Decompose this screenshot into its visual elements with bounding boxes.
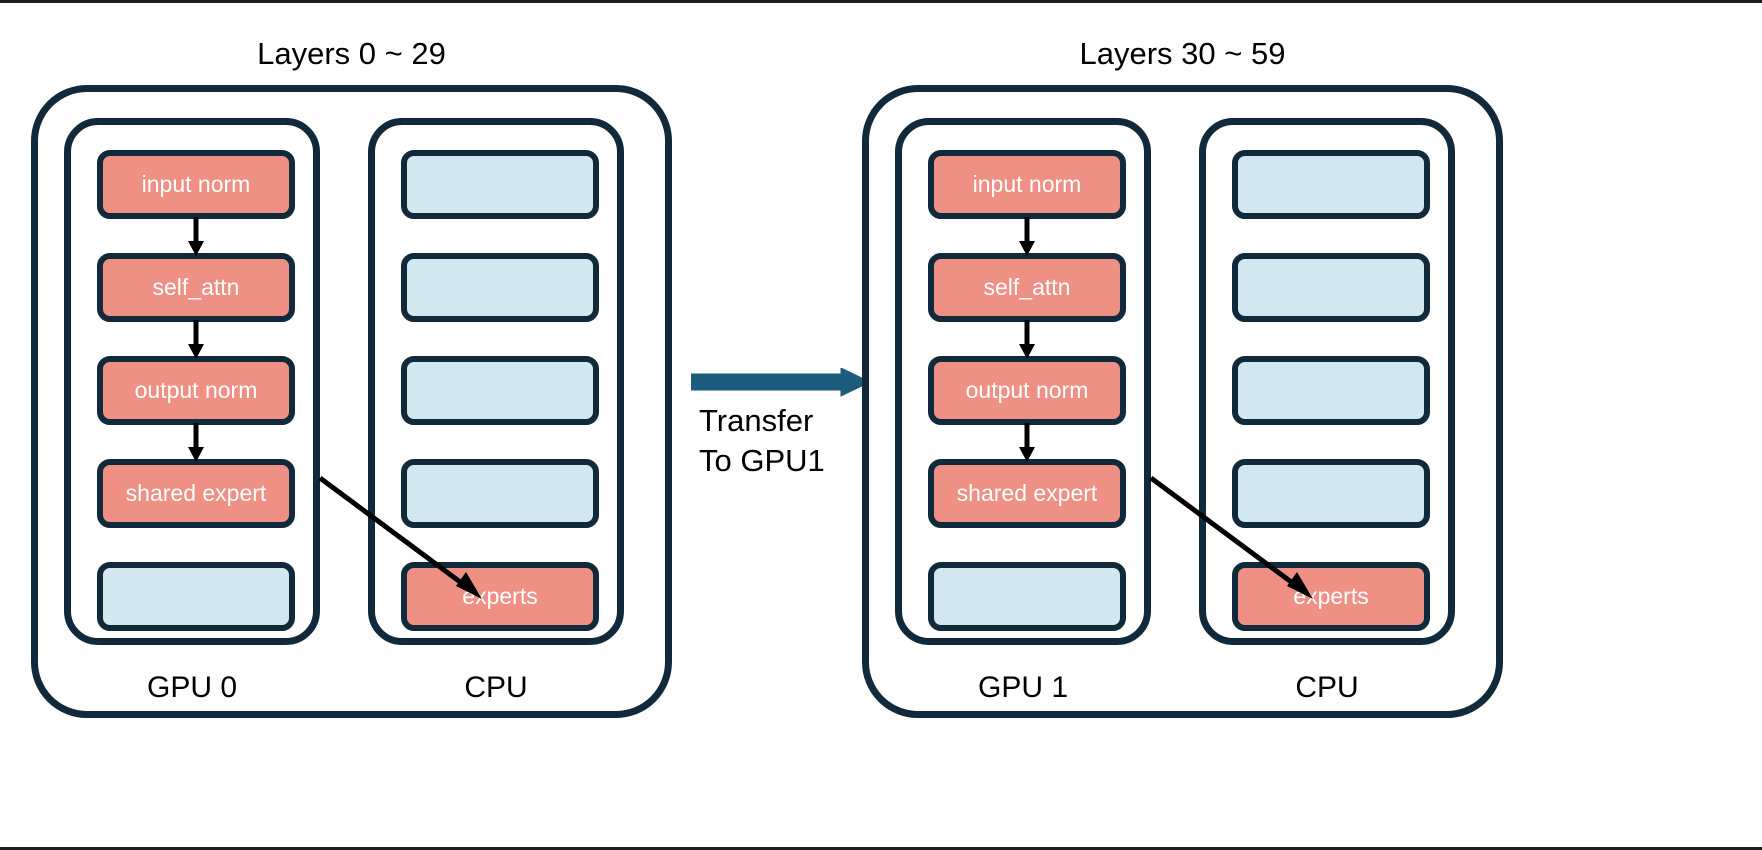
block-expert-slot-1-cpu-right[interactable] xyxy=(1232,150,1430,219)
block-expert-slot-4-cpu-right[interactable] xyxy=(1232,459,1430,528)
block-expert-slot-3-cpu-right[interactable] xyxy=(1232,356,1430,425)
arrow-self-attn-to-output-norm xyxy=(188,320,204,359)
block-experts-cpu-right[interactable]: experts xyxy=(1232,562,1430,631)
column-cpu-right: experts CPU xyxy=(1199,118,1455,704)
column-label-cpu-right: CPU xyxy=(1295,671,1359,704)
arrow-input-norm-to-self-attn xyxy=(188,217,204,256)
column-label-gpu-1: GPU 1 xyxy=(977,671,1069,704)
arrow-input-norm-to-self-attn-gpu1 xyxy=(1019,217,1035,256)
block-output-norm-gpu0[interactable]: output norm xyxy=(97,356,295,425)
arrow-self-attn-to-output-norm-gpu1 xyxy=(1019,320,1035,359)
block-shared-expert-gpu0[interactable]: shared expert xyxy=(97,459,295,528)
column-gpu-0: input norm self_attn output norm shared … xyxy=(64,118,320,704)
column-label-cpu-left: CPU xyxy=(464,671,528,704)
block-input-norm-gpu0[interactable]: input norm xyxy=(97,150,295,219)
block-self-attn-gpu0[interactable]: self_attn xyxy=(97,253,295,322)
transfer-label-line1: Transfer xyxy=(699,403,814,438)
block-expert-slot-4-cpu-left[interactable] xyxy=(401,459,599,528)
block-placeholder-gpu0[interactable] xyxy=(97,562,295,631)
block-expert-slot-2-cpu-left[interactable] xyxy=(401,253,599,322)
transfer-label-line2: To GPU1 xyxy=(699,442,825,478)
arrow-output-norm-to-shared-expert-gpu1 xyxy=(1019,423,1035,462)
block-expert-slot-3-cpu-left[interactable] xyxy=(401,356,599,425)
block-input-norm-gpu1[interactable]: input norm xyxy=(928,150,1126,219)
block-self-attn-gpu1[interactable]: self_attn xyxy=(928,253,1126,322)
block-expert-slot-1-cpu-left[interactable] xyxy=(401,150,599,219)
block-output-norm-gpu1[interactable]: output norm xyxy=(928,356,1126,425)
block-expert-slot-2-cpu-right[interactable] xyxy=(1232,253,1430,322)
block-experts-cpu-left[interactable]: experts xyxy=(401,562,599,631)
group-title-left: Layers 0 ~ 29 xyxy=(257,36,446,71)
column-cpu-left: experts CPU xyxy=(368,118,624,704)
canvas-bottom-border xyxy=(0,847,1762,850)
column-gpu-1: input norm self_attn output norm shared … xyxy=(895,118,1151,704)
group-title-right: Layers 30 ~ 59 xyxy=(1079,36,1286,71)
block-placeholder-gpu1[interactable] xyxy=(928,562,1126,631)
arrow-output-norm-to-shared-expert xyxy=(188,423,204,462)
block-shared-expert-gpu1[interactable]: shared expert xyxy=(928,459,1126,528)
arrow-shared-expert-to-experts-right xyxy=(1149,475,1313,599)
column-label-gpu-0: GPU 0 xyxy=(146,671,238,704)
transfer-arrow xyxy=(691,368,871,397)
arrow-shared-expert-to-experts-left xyxy=(318,475,482,599)
canvas-top-border xyxy=(0,0,1762,3)
transfer-label: Transfer To GPU1 xyxy=(699,401,825,480)
group-layers-30-59: Layers 30 ~ 59 input norm self_attn outp… xyxy=(862,36,1503,718)
group-layers-0-29: Layers 0 ~ 29 input norm self_attn outpu… xyxy=(31,36,672,718)
